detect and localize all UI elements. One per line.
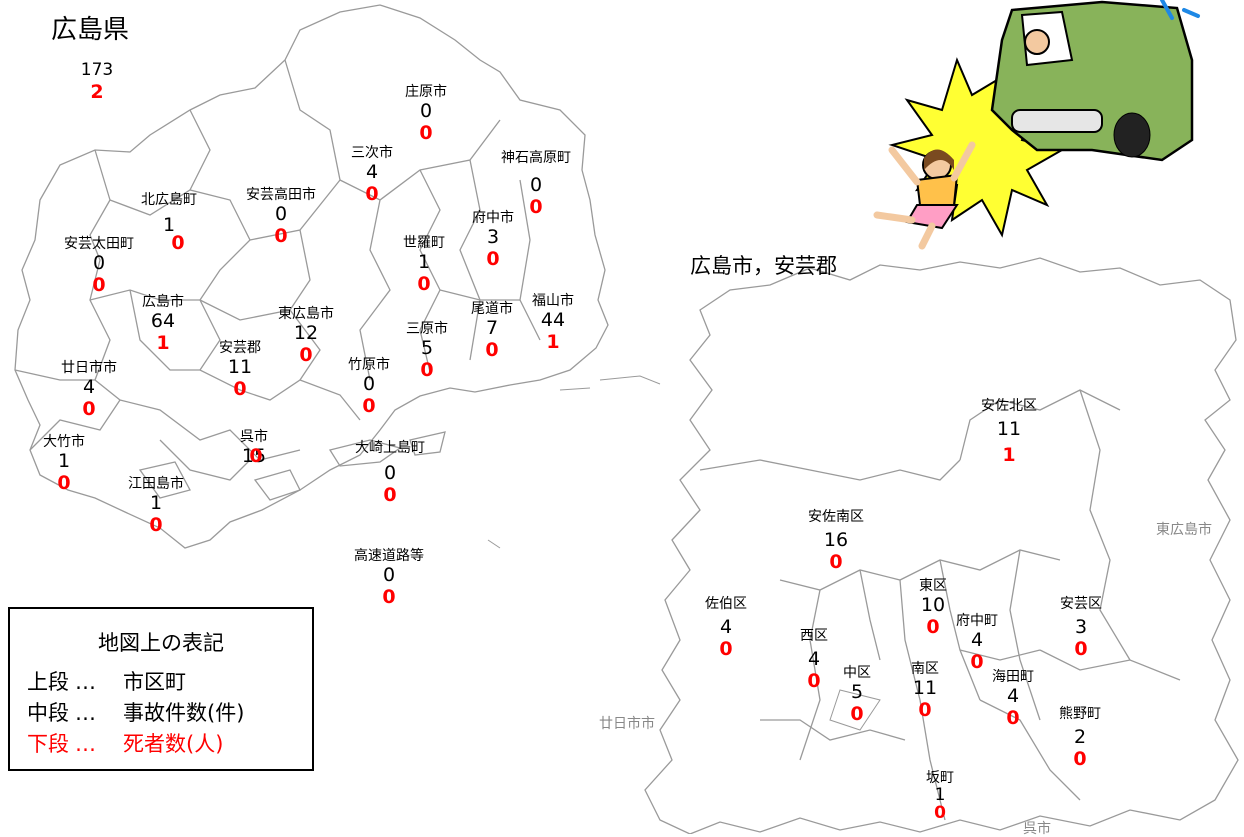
prefecture-title: 広島県 xyxy=(51,15,130,45)
child-hair-icon xyxy=(924,149,954,170)
legend-row-top: 上段…市区町 xyxy=(27,670,186,694)
prefecture-fatalities: 2 xyxy=(90,81,104,103)
bumper-icon xyxy=(1011,109,1103,133)
legend-row-middle: 中段…事故件数(件) xyxy=(27,701,245,725)
sweat-drops-icon xyxy=(1160,0,1200,20)
surrounding-south-label: 呉市 xyxy=(1023,821,1051,837)
driver-icon xyxy=(1024,29,1050,55)
prefecture-total: 173 2 xyxy=(42,59,152,103)
prefecture-accidents: 173 xyxy=(80,60,114,80)
prefecture-outline xyxy=(14,4,609,549)
legend-row-bottom: 下段…死者数(人) xyxy=(27,732,224,756)
surrounding-east-label: 東広島市 xyxy=(1156,522,1212,538)
city-map-title: 広島市，安芸郡 xyxy=(690,254,837,278)
surrounding-west-label: 廿日市市 xyxy=(599,716,655,732)
wheel-icon xyxy=(1113,112,1151,158)
legend-box: 地図上の表記 上段…市区町 中段…事故件数(件) 下段…死者数(人) xyxy=(8,607,314,771)
car-icon xyxy=(990,0,1194,162)
car-hitting-child-illustration xyxy=(873,0,1200,250)
city-outline xyxy=(644,257,1239,834)
legend-title: 地図上の表記 xyxy=(98,631,224,655)
child-limbs-icon xyxy=(873,141,976,250)
